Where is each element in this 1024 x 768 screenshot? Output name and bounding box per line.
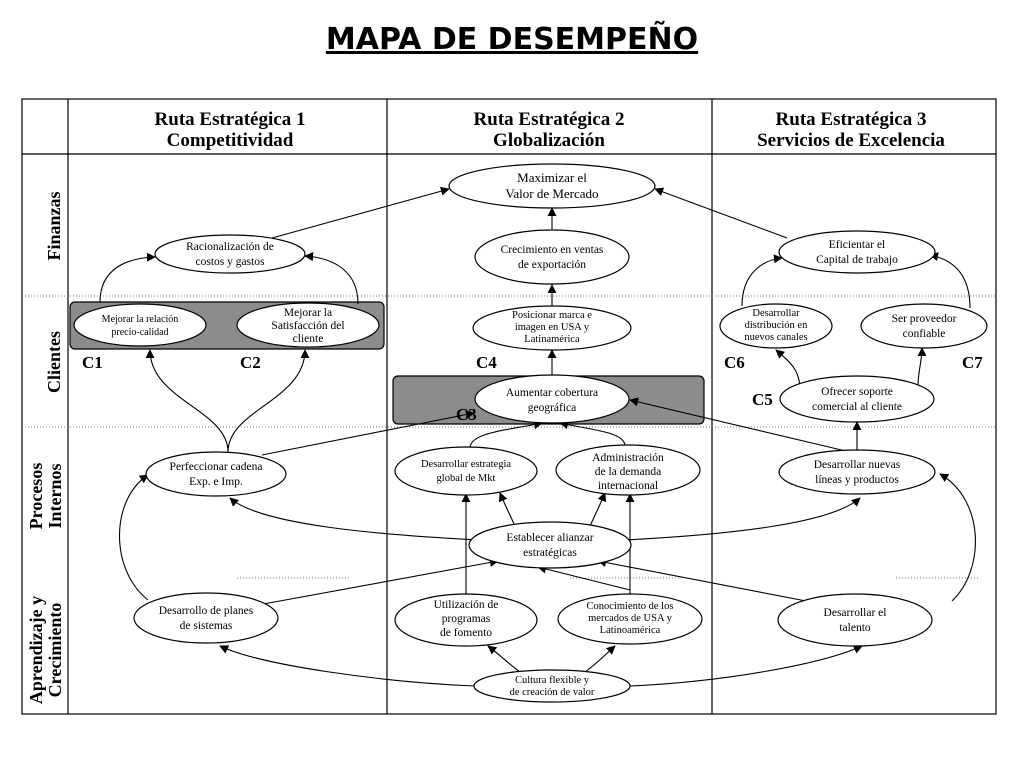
svg-text:costos y gastos: costos y gastos (196, 256, 266, 268)
node-crecimiento: Crecimiento en ventas de exportación (474, 229, 630, 285)
node-aumentar-cobertura: Aumentar cobertura geográfica (474, 374, 630, 424)
svg-text:Desarrollar nuevas: Desarrollar nuevas (814, 459, 901, 471)
node-conocimiento: Conocimiento de los mercados de USA y La… (557, 593, 703, 645)
row-label-crecimiento: Crecimiento (45, 603, 65, 698)
node-desarrollar-estrategia: Desarrollar estrategia global de Mkt (394, 446, 538, 496)
label-c3: C3 (456, 405, 477, 424)
svg-text:Aumentar cobertura: Aumentar cobertura (506, 387, 598, 399)
svg-text:confiable: confiable (903, 328, 946, 340)
svg-text:estratégicas: estratégicas (523, 547, 577, 559)
svg-text:distribución en: distribución en (745, 320, 808, 331)
node-mejorar-satisfaccion: Mejorar la Satisfacción del cliente (236, 302, 380, 348)
svg-text:Eficientar el: Eficientar el (829, 239, 886, 251)
label-c6: C6 (724, 353, 745, 372)
column-header-2: Ruta Estratégica 2 Globalización (474, 109, 625, 151)
svg-text:Exp. e Imp.: Exp. e Imp. (189, 476, 243, 488)
page-title: MAPA DE DESEMPEÑO (325, 22, 699, 57)
svg-text:programas: programas (442, 613, 491, 625)
svg-text:mercados de USA y: mercados de USA y (588, 613, 672, 624)
row-label-finanzas: Finanzas (44, 191, 64, 260)
row-label-procesos: Procesos (26, 463, 46, 530)
node-desarrollar-lineas: Desarrollar nuevas líneas y productos (778, 449, 936, 495)
connector-lines (99, 186, 976, 687)
node-eficientar: Eficientar el Capital de trabajo (778, 230, 936, 274)
svg-text:geográfica: geográfica (528, 402, 577, 414)
node-desarrollar-talento: Desarrollar el talento (777, 593, 933, 647)
column-1-line2: Competitividad (167, 130, 294, 151)
svg-text:precio-calidad: precio-calidad (111, 327, 168, 338)
svg-text:Crecimiento en ventas: Crecimiento en ventas (501, 244, 604, 256)
svg-text:Desarrollar estrategia: Desarrollar estrategia (421, 459, 511, 470)
svg-text:de creación de valor: de creación de valor (510, 687, 595, 698)
node-ofrecer-soporte: Ofrecer soporte comercial al cliente (779, 375, 935, 423)
label-c7: C7 (962, 353, 983, 372)
node-utilizacion: Utilización de programas de fomento (394, 593, 538, 647)
svg-text:Utilización de: Utilización de (434, 599, 499, 611)
grid-frame (21, 98, 997, 715)
svg-text:de exportación: de exportación (518, 259, 586, 271)
svg-text:global de Mkt: global de Mkt (437, 473, 496, 484)
node-desarrollar-distribucion: Desarrollar distribución en nuevos canal… (719, 303, 833, 349)
svg-text:comercial al cliente: comercial al cliente (812, 401, 902, 413)
node-posicionar: Posicionar marca e imagen en USA y Latin… (472, 305, 632, 351)
svg-text:Mejorar la relación: Mejorar la relación (102, 314, 179, 325)
svg-text:Valor de Mercado: Valor de Mercado (505, 186, 598, 201)
column-1-line1: Ruta Estratégica 1 (155, 109, 306, 130)
svg-text:Desarrollo de planes: Desarrollo de planes (159, 605, 254, 617)
svg-text:Latinoamérica: Latinoamérica (600, 625, 661, 636)
svg-text:Desarrollar el: Desarrollar el (824, 607, 887, 619)
svg-text:Capital de trabajo: Capital de trabajo (816, 254, 898, 266)
row-label-aprendizaje: Aprendizaje y (26, 596, 46, 704)
svg-text:de la demanda: de la demanda (595, 466, 661, 478)
svg-text:Ser proveedor: Ser proveedor (892, 313, 957, 325)
column-3-line2: Servicios de Excelencia (757, 130, 945, 151)
node-cultura: Cultura flexible y de creación de valor (473, 669, 631, 703)
svg-text:Conocimiento de los: Conocimiento de los (587, 601, 674, 612)
node-maximizar: Maximizar el Valor de Mercado (448, 163, 656, 209)
svg-text:líneas y productos: líneas y productos (815, 474, 899, 486)
label-c2: C2 (240, 353, 261, 372)
svg-text:Maximizar el: Maximizar el (517, 170, 587, 185)
svg-text:Cultura flexible y: Cultura flexible y (515, 675, 590, 686)
label-c1: C1 (82, 353, 103, 372)
node-administracion: Administración de la demanda internacion… (555, 444, 701, 496)
column-3-line1: Ruta Estratégica 3 (776, 109, 927, 130)
node-mejorar-relacion: Mejorar la relación precio-calidad (73, 303, 207, 347)
node-perfeccionar: Perfeccionar cadena Exp. e Imp. (145, 451, 287, 497)
column-header-3: Ruta Estratégica 3 Servicios de Excelenc… (757, 109, 945, 151)
svg-text:Mejorar la: Mejorar la (284, 307, 332, 319)
node-racionalizacion: Racionalización de costos y gastos (154, 234, 306, 274)
svg-text:Latinamérica: Latinamérica (524, 334, 580, 345)
svg-text:imagen en USA y: imagen en USA y (515, 322, 590, 333)
node-ser-proveedor: Ser proveedor confiable (860, 303, 988, 349)
label-c4: C4 (476, 353, 497, 372)
row-label-internos: Internos (45, 463, 65, 528)
column-header-1: Ruta Estratégica 1 Competitividad (155, 109, 306, 151)
row-label-clientes: Clientes (44, 331, 64, 393)
column-2-line1: Ruta Estratégica 2 (474, 109, 625, 130)
svg-text:Perfeccionar cadena: Perfeccionar cadena (170, 461, 263, 473)
svg-text:Desarrollar: Desarrollar (752, 308, 800, 319)
svg-text:Establecer alianzar: Establecer alianzar (506, 532, 593, 544)
column-2-line2: Globalización (493, 130, 605, 151)
svg-text:de sistemas: de sistemas (180, 620, 233, 632)
label-c5: C5 (752, 390, 773, 409)
svg-text:Satisfacción del: Satisfacción del (271, 320, 344, 332)
svg-text:Ofrecer soporte: Ofrecer soporte (821, 386, 893, 398)
svg-text:Racionalización de: Racionalización de (186, 241, 274, 253)
svg-text:cliente: cliente (293, 333, 324, 345)
svg-text:talento: talento (839, 622, 871, 634)
node-establecer: Establecer alianzar estratégicas (468, 521, 632, 569)
node-desarrollo-planes: Desarrollo de planes de sistemas (133, 592, 279, 644)
svg-text:de fomento: de fomento (440, 627, 492, 639)
svg-text:internacional: internacional (598, 480, 658, 492)
svg-text:Posicionar marca e: Posicionar marca e (512, 310, 592, 321)
svg-text:nuevos canales: nuevos canales (744, 332, 807, 343)
svg-text:Administración: Administración (592, 452, 664, 464)
